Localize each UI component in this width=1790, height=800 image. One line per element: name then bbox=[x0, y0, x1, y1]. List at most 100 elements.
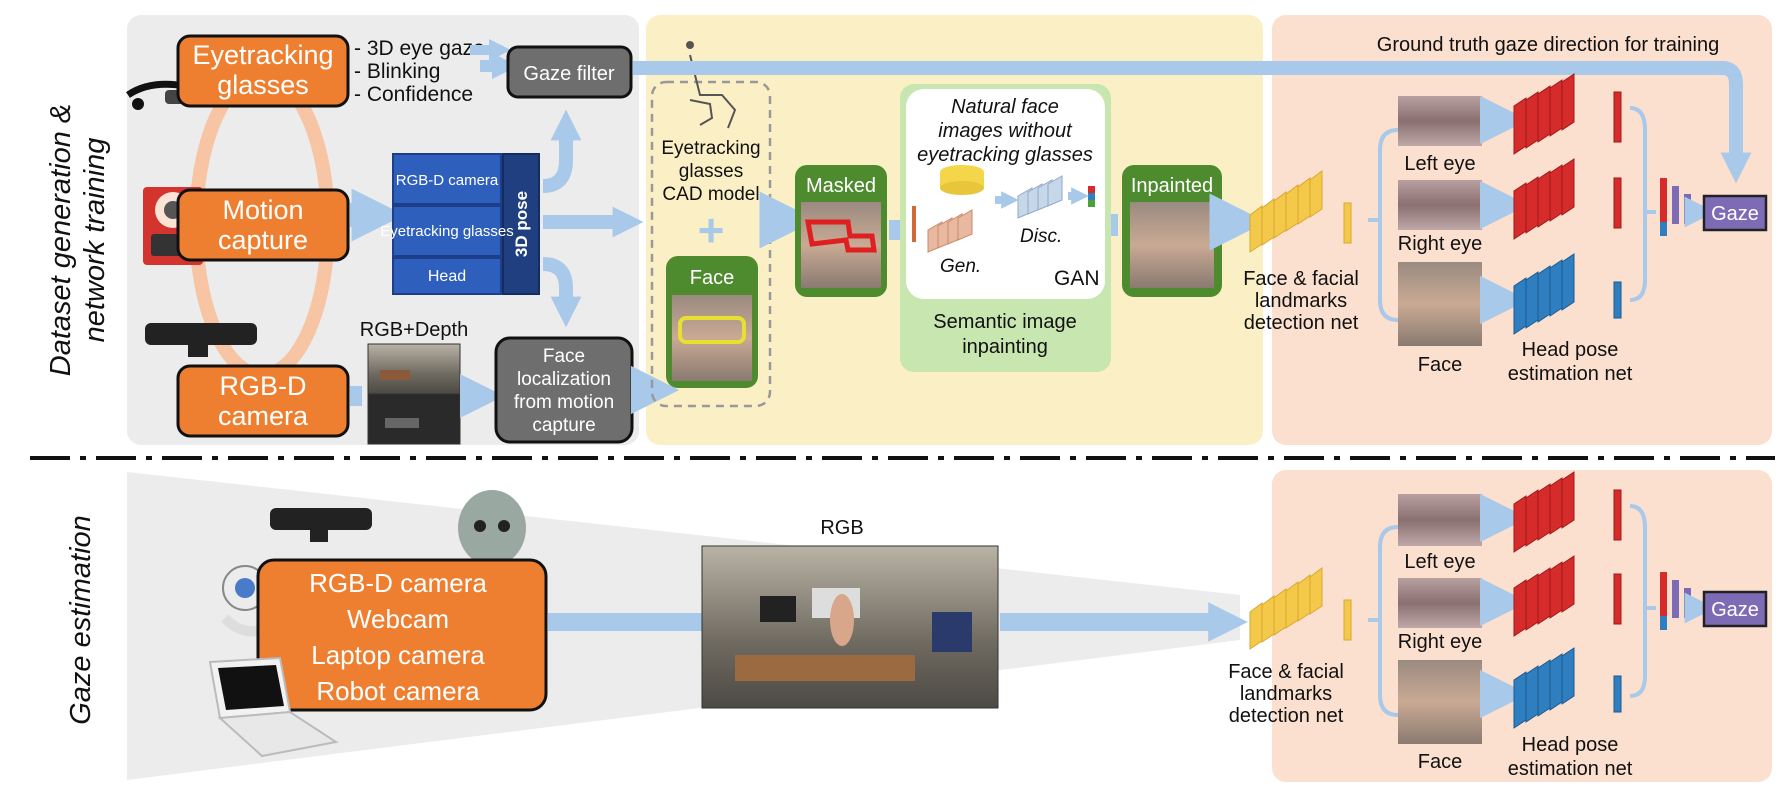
landmarks-net-top-1: Face & facial bbox=[1243, 268, 1359, 290]
pose-row-rgbd: RGB-D camera bbox=[396, 172, 499, 189]
rgb-scene-image bbox=[701, 545, 999, 709]
head-pose-net-top-1: Head pose bbox=[1522, 339, 1619, 361]
left-eye-crop-bottom bbox=[1398, 494, 1482, 546]
cad-model-icon bbox=[686, 41, 737, 129]
eye-output-gaze: - 3D eye gaze bbox=[354, 37, 485, 60]
generator-net-icon bbox=[912, 206, 973, 253]
natural-faces-2: images without bbox=[938, 120, 1073, 142]
semantic-label-1: Semantic image bbox=[933, 311, 1076, 333]
face-photo bbox=[672, 295, 752, 381]
kinect-icon bbox=[145, 323, 257, 357]
merge-brace-top bbox=[1629, 106, 1656, 302]
pose-label: 3D pose bbox=[512, 191, 531, 257]
gan-label: GAN bbox=[1054, 267, 1100, 290]
face-loc-label-1: Face bbox=[543, 346, 585, 367]
gen-label: Gen. bbox=[940, 256, 981, 277]
database-icon bbox=[940, 165, 984, 195]
eye-net-left-bottom bbox=[1513, 471, 1622, 553]
landmarks-net-icon-top bbox=[1249, 170, 1352, 253]
landmarks-net-bottom-2: landmarks bbox=[1240, 683, 1332, 705]
rgbd-camera-label-1: RGB-D bbox=[220, 371, 307, 401]
face-crop-top bbox=[1398, 262, 1482, 346]
eye-net-right-top bbox=[1513, 158, 1622, 240]
pose-row-glasses: Eyetracking glasses bbox=[380, 223, 513, 240]
kinect-icon-bottom bbox=[270, 508, 372, 542]
side-label-bottom: Gaze estimation bbox=[65, 515, 97, 725]
left-eye-label-top: Left eye bbox=[1404, 153, 1475, 175]
rgb-depth-label: RGB+Depth bbox=[360, 319, 468, 341]
inpainted-box-label: Inpainted bbox=[1131, 175, 1213, 197]
eyetracking-glasses-box bbox=[176, 34, 350, 108]
pose-table bbox=[392, 153, 540, 295]
cameras-box bbox=[256, 558, 548, 712]
face-crop-bottom bbox=[1398, 660, 1482, 744]
right-eye-crop-top bbox=[1398, 180, 1482, 230]
head-pose-net-top bbox=[1513, 253, 1622, 335]
inpainted-photo bbox=[1130, 202, 1214, 288]
camera-webcam: Webcam bbox=[347, 604, 449, 634]
side-label-top-1: Dataset generation & bbox=[45, 104, 77, 376]
gaze-box-bottom bbox=[1702, 590, 1768, 628]
gaze-filter-box bbox=[506, 45, 633, 99]
cad-label-1: Eyetracking bbox=[661, 138, 760, 159]
landmarks-net-top-3: detection net bbox=[1244, 312, 1359, 334]
face-loc-label-4: capture bbox=[532, 415, 595, 436]
landmarks-net-top-2: landmarks bbox=[1255, 290, 1347, 312]
rgbd-camera-box bbox=[176, 364, 350, 438]
left-eye-label-bottom: Left eye bbox=[1404, 551, 1475, 573]
eye-net-left-top bbox=[1513, 73, 1622, 155]
gaze-box-top bbox=[1702, 194, 1768, 232]
camera-laptop: Laptop camera bbox=[311, 640, 485, 670]
semantic-label-2: inpainting bbox=[962, 336, 1048, 358]
right-eye-crop-bottom bbox=[1398, 578, 1482, 628]
rgb-label: RGB bbox=[820, 517, 863, 539]
natural-faces-3: eyetracking glasses bbox=[917, 144, 1093, 166]
motion-capture-label-2: capture bbox=[218, 225, 308, 255]
head-pose-net-bottom-1: Head pose bbox=[1522, 734, 1619, 756]
face-loc-label-2: localization bbox=[517, 369, 611, 390]
head-pose-net-bottom bbox=[1513, 647, 1622, 729]
split-brace-top bbox=[1368, 128, 1399, 322]
face-label-bottom: Face bbox=[1418, 751, 1462, 773]
face-box-label: Face bbox=[690, 267, 734, 289]
left-eye-crop-top bbox=[1398, 96, 1482, 146]
arrow-pose-to-faceloc bbox=[542, 257, 582, 328]
eyetracking-glasses-label-2: glasses bbox=[217, 70, 309, 100]
rgbd-camera-label-2: camera bbox=[218, 401, 309, 431]
merge-brace-bottom bbox=[1629, 504, 1656, 698]
face-loc-label-3: from motion bbox=[514, 392, 614, 413]
cad-label-2: glasses bbox=[679, 161, 743, 182]
eye-output-blinking: - Blinking bbox=[354, 60, 440, 83]
eyetracking-glasses-label-1: Eyetracking bbox=[192, 40, 333, 70]
robot-head-icon bbox=[458, 490, 526, 576]
gaze-filter-label: Gaze filter bbox=[523, 63, 614, 85]
right-eye-label-top: Right eye bbox=[1398, 233, 1483, 255]
gaze-label-bottom: Gaze bbox=[1711, 599, 1759, 621]
natural-faces-1: Natural face bbox=[951, 96, 1059, 118]
split-brace-bottom bbox=[1368, 525, 1399, 717]
head-pose-net-top-2: estimation net bbox=[1508, 363, 1633, 385]
landmarks-net-icon-bottom bbox=[1249, 567, 1352, 650]
camera-rgbd: RGB-D camera bbox=[309, 568, 487, 598]
plus-icon: + bbox=[698, 204, 725, 256]
arrow-pose-to-filter bbox=[542, 109, 582, 193]
side-label-top-2: network training bbox=[79, 138, 111, 343]
eye-output-confidence: - Confidence bbox=[354, 83, 473, 106]
ground-truth-label: Ground truth gaze direction for training bbox=[1377, 34, 1719, 56]
rgbd-image-thumbnail bbox=[367, 343, 461, 445]
landmarks-net-bottom-1: Face & facial bbox=[1228, 661, 1344, 683]
landmarks-net-bottom-3: detection net bbox=[1229, 705, 1344, 727]
mask-overlay bbox=[805, 219, 877, 253]
gaze-label-top: Gaze bbox=[1711, 203, 1759, 225]
masked-box-label: Masked bbox=[806, 175, 876, 197]
motion-capture-box bbox=[176, 188, 350, 262]
eye-net-right-bottom bbox=[1513, 555, 1622, 637]
head-pose-net-bottom-2: estimation net bbox=[1508, 758, 1633, 780]
ground-truth-arrow bbox=[633, 61, 1752, 184]
laptop-icon bbox=[208, 656, 339, 758]
camera-robot: Robot camera bbox=[316, 676, 480, 706]
glasses-overlay bbox=[678, 316, 746, 344]
right-eye-label-bottom: Right eye bbox=[1398, 631, 1483, 653]
disc-label: Disc. bbox=[1020, 226, 1062, 247]
cad-label-3: CAD model bbox=[662, 184, 759, 205]
